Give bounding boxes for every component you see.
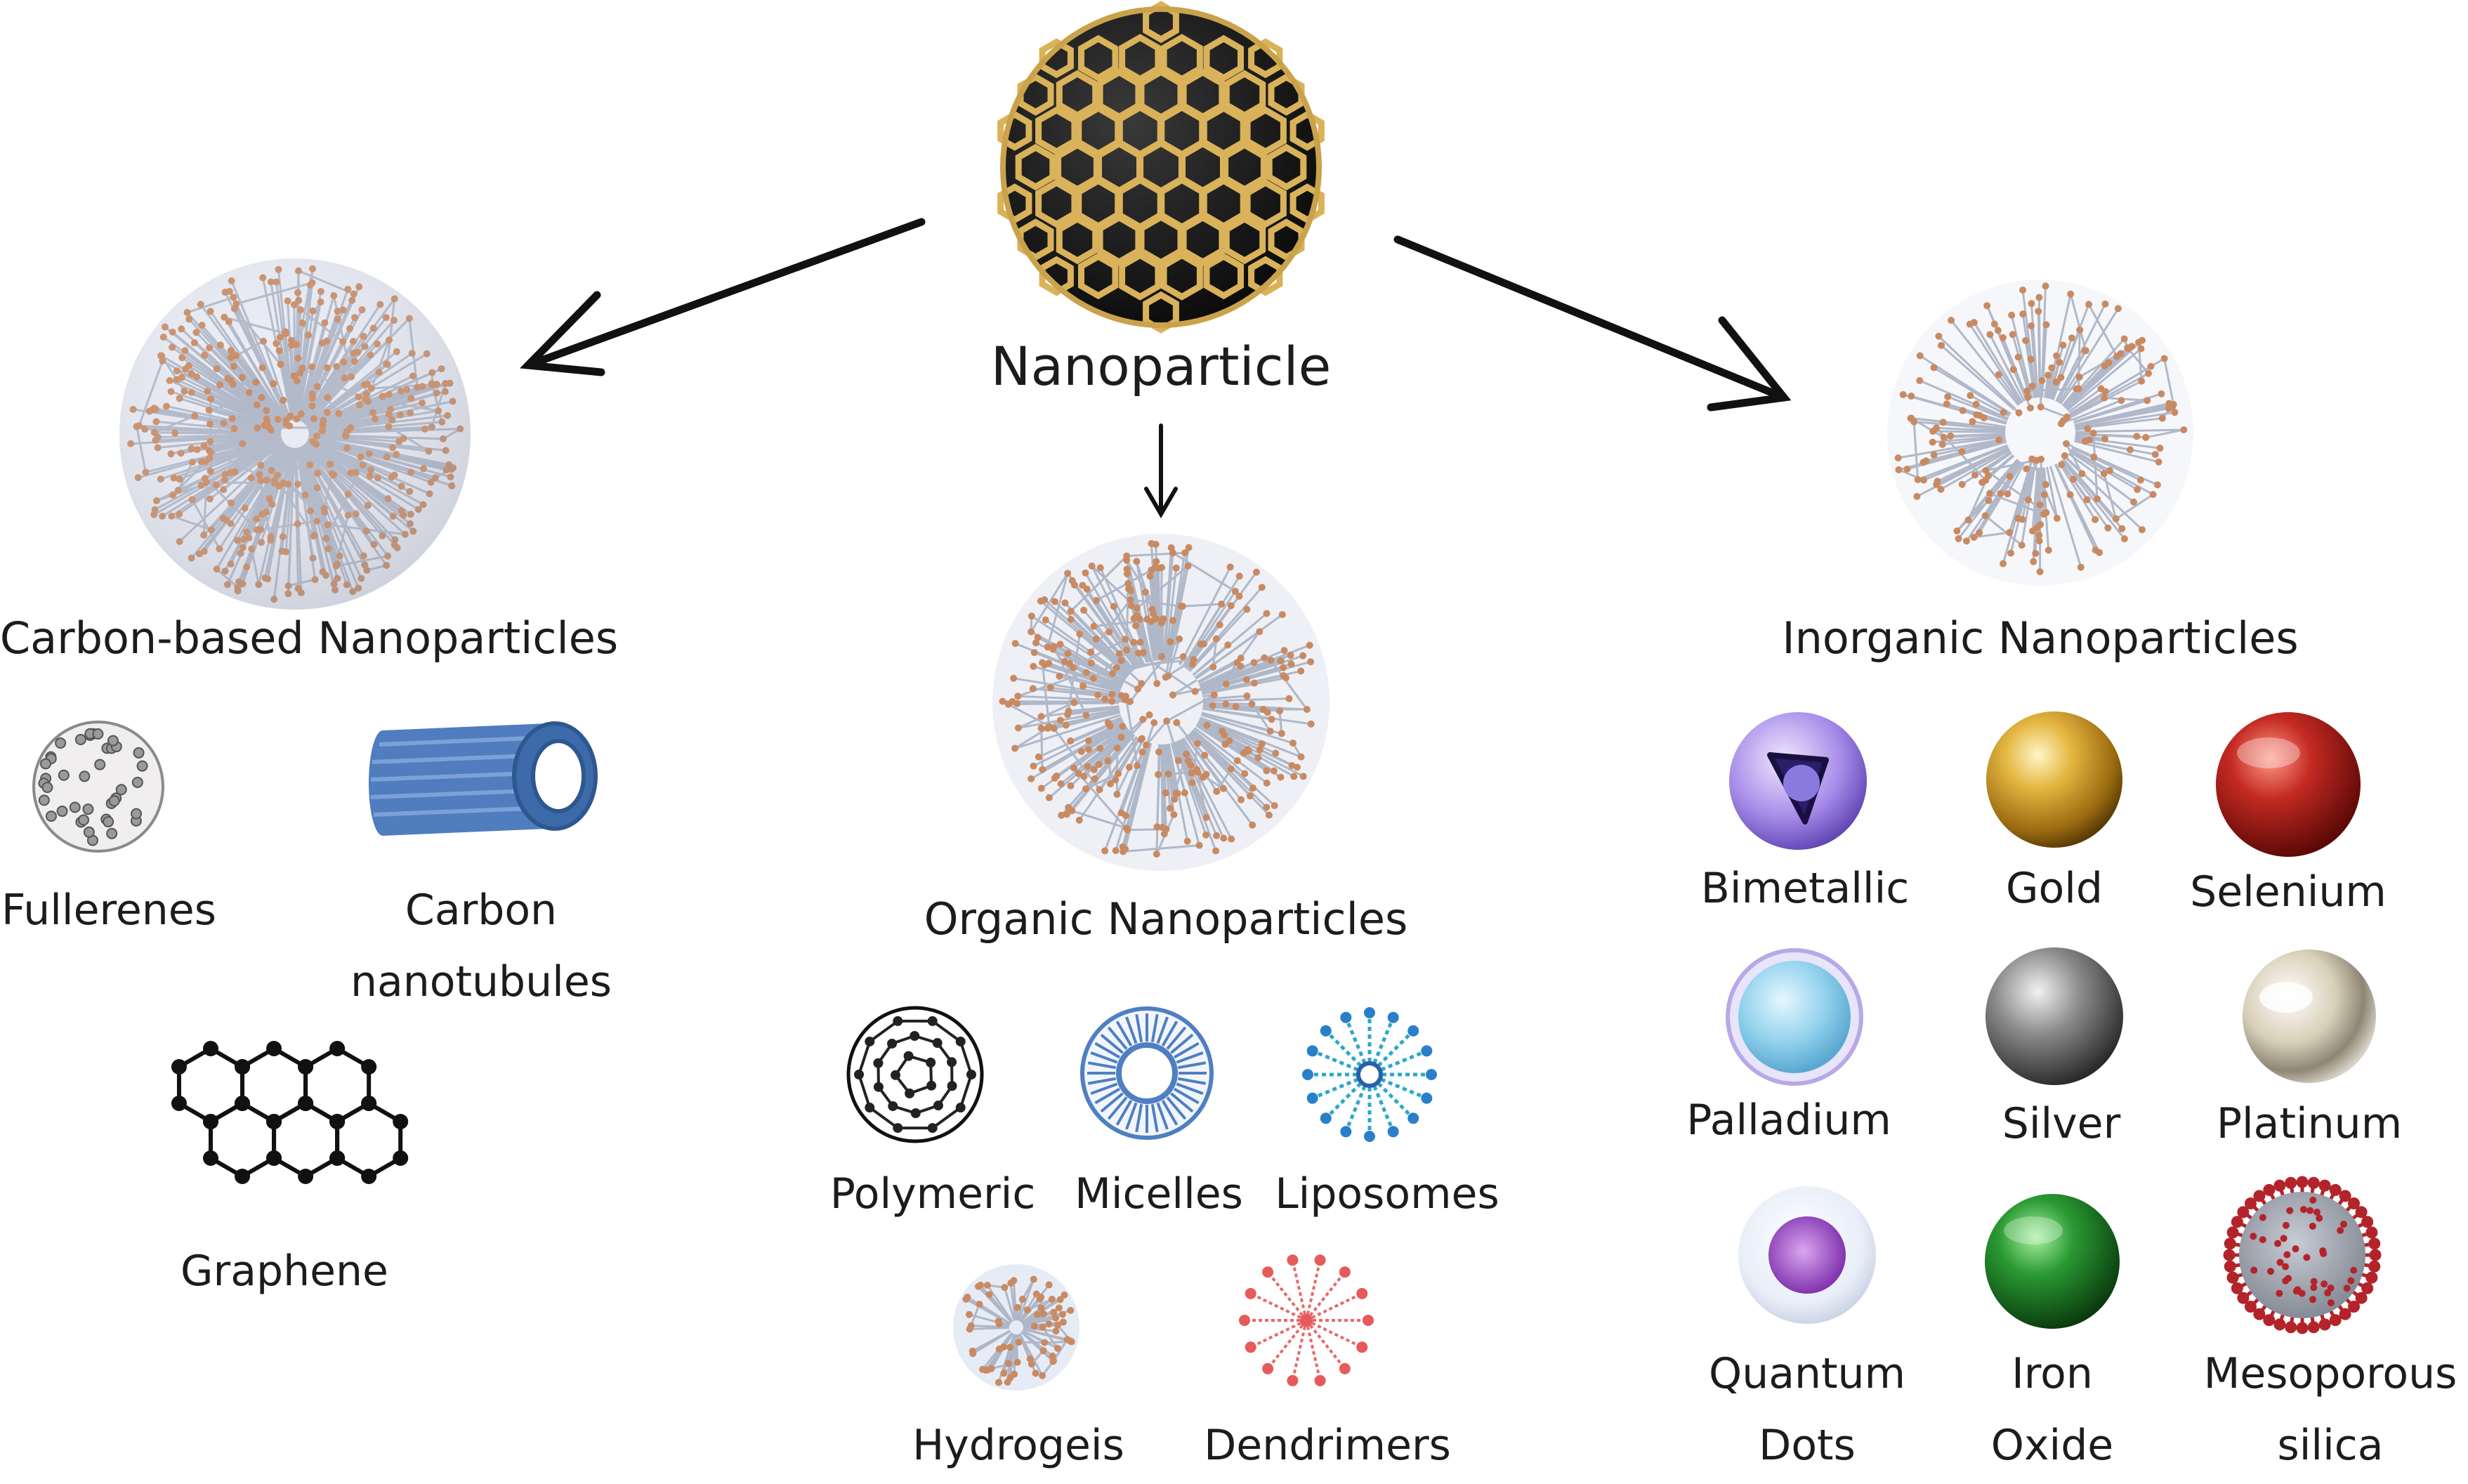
liposomes-label: Liposomes	[1275, 1169, 1499, 1219]
palladium-label: Palladium	[1686, 1096, 1891, 1145]
platinum-label: Platinum	[2217, 1099, 2402, 1148]
platinum-nanoparticle-icon	[2243, 950, 2376, 1083]
arrow-to-inorganic	[1393, 235, 1792, 412]
graphene-label: Graphene	[180, 1247, 388, 1296]
dendrimer-icon	[1239, 1254, 1374, 1386]
palladium-nanoparticle-icon	[1726, 948, 1863, 1086]
silica-label-line1: Mesoporous	[2204, 1349, 2457, 1398]
hydrogel-icon	[953, 1264, 1079, 1391]
micelle-icon	[1080, 1006, 1214, 1140]
dendrimers-label: Dendrimers	[1204, 1421, 1451, 1470]
nanoparticle-cage-image	[997, 1, 1325, 334]
organic-category-label: Organic Nanoparticles	[924, 893, 1408, 945]
fullerene-icon	[32, 721, 164, 853]
silver-label: Silver	[2002, 1099, 2121, 1148]
gold-nanoparticle-icon	[1986, 711, 2122, 848]
arrow-to-organic	[1144, 423, 1178, 518]
polymeric-label: Polymeric	[830, 1169, 1036, 1219]
inorganic-category-label: Inorganic Nanoparticles	[1782, 612, 2298, 664]
iron-oxide-label-line1: Iron	[2011, 1349, 2093, 1398]
root-label: Nanoparticle	[991, 335, 1332, 398]
micelles-label: Micelles	[1075, 1169, 1243, 1219]
bimetallic-label: Bimetallic	[1701, 864, 1909, 913]
silica-label-line2: silica	[2277, 1421, 2383, 1470]
fullerenes-label: Fullerenes	[1, 886, 216, 935]
quantum-dots-label-line2: Dots	[1759, 1421, 1856, 1470]
carbon-category-label: Carbon-based Nanoparticles	[0, 612, 618, 664]
mesoporous-silica-icon	[2223, 1176, 2382, 1334]
silver-nanoparticle-icon	[1985, 947, 2123, 1085]
arrow-to-carbon	[520, 218, 926, 376]
polymeric-icon	[846, 1006, 984, 1143]
quantum-dots-label-line1: Quantum	[1709, 1349, 1905, 1398]
graphene-icon	[171, 1041, 409, 1184]
iron-oxide-nanoparticle-icon	[1985, 1194, 2120, 1329]
quantum-dot-icon	[1738, 1186, 1876, 1324]
selenium-label: Selenium	[2190, 867, 2387, 917]
gold-label: Gold	[2006, 864, 2103, 913]
iron-oxide-label-line2: Oxide	[1991, 1421, 2113, 1470]
nanotube-label-line2: nanotubules	[350, 957, 612, 1006]
inorganic-nanoparticle-image	[1887, 280, 2193, 586]
hydrogels-label: Hydrogeis	[912, 1421, 1124, 1470]
liposome-icon	[1302, 1007, 1437, 1142]
carbon-nanoparticle-image	[119, 258, 471, 610]
carbon-nanotube-icon	[369, 721, 598, 836]
selenium-nanoparticle-icon	[2216, 712, 2361, 857]
nanotube-label-line1: Carbon	[405, 886, 557, 935]
arrows	[520, 218, 1792, 518]
organic-nanoparticle-image	[992, 534, 1330, 871]
bimetallic-icon	[1729, 712, 1867, 850]
